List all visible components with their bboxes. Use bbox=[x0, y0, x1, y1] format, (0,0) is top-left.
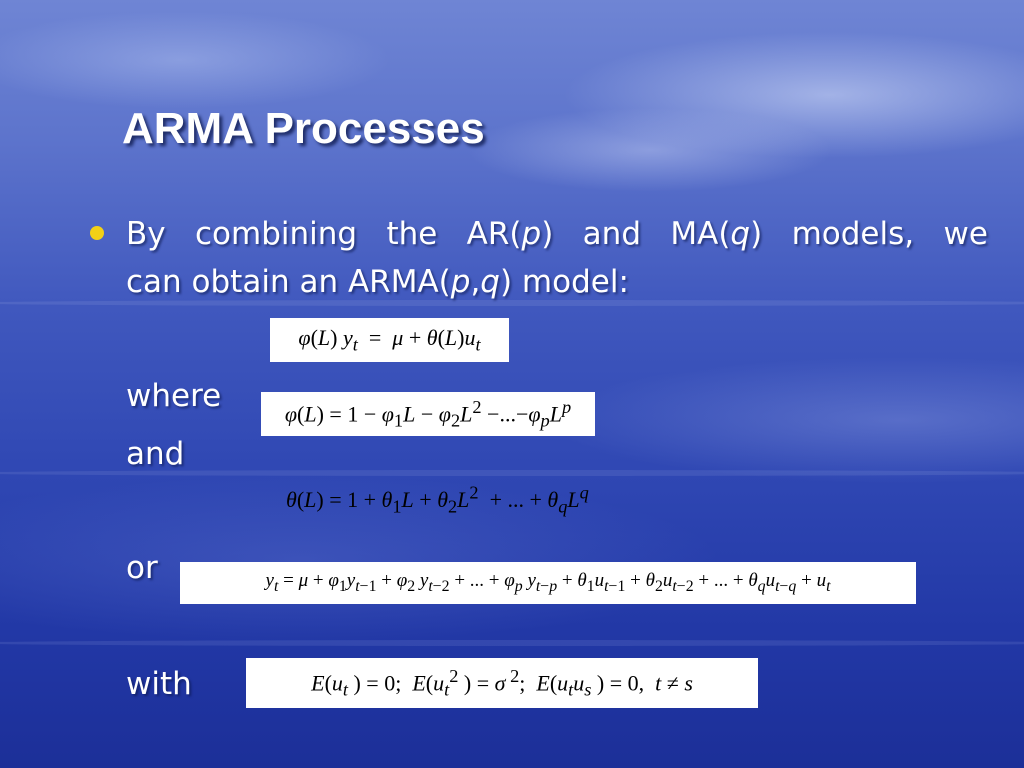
background-wave bbox=[0, 470, 1024, 476]
bullet-dot bbox=[90, 226, 104, 240]
equation-theta-definition: θ(L) = 1 + θ1L + θ2L2 + ... + θqLq bbox=[286, 483, 589, 517]
bullet-text-line-2: can obtain an ARMA(p,q) model: bbox=[126, 264, 629, 300]
word-ma-q: MA(q) bbox=[670, 216, 763, 252]
word-ar-p: AR(p) bbox=[466, 216, 554, 252]
equation-arma-lag: φ(L) yt = μ + θ(L)ut bbox=[270, 318, 509, 362]
word: and bbox=[582, 216, 641, 252]
equation-error-assumptions: E(ut ) = 0; E(ut2 ) = σ 2; E(utus ) = 0,… bbox=[246, 658, 758, 708]
bullet-text-line-1: By combining the AR(p) and MA(q) models,… bbox=[126, 216, 988, 252]
word: By bbox=[126, 216, 166, 252]
word: models, bbox=[791, 216, 915, 252]
word: we bbox=[943, 216, 988, 252]
word: combining bbox=[194, 216, 358, 252]
equation-arma-expanded: yt = μ + φ1yt−1 + φ2 yt−2 + ... + φp yt−… bbox=[180, 562, 916, 604]
label-and: and bbox=[126, 436, 185, 472]
equation-phi-definition: φ(L) = 1 − φ1L − φ2L2 −...−φpLp bbox=[261, 392, 595, 436]
word: the bbox=[386, 216, 438, 252]
label-or: or bbox=[126, 550, 158, 586]
slide-title: ARMA Processes bbox=[122, 104, 485, 153]
label-with: with bbox=[126, 666, 192, 702]
background-wave bbox=[0, 640, 1024, 646]
label-where: where bbox=[126, 378, 222, 414]
background-wave bbox=[0, 300, 1024, 306]
